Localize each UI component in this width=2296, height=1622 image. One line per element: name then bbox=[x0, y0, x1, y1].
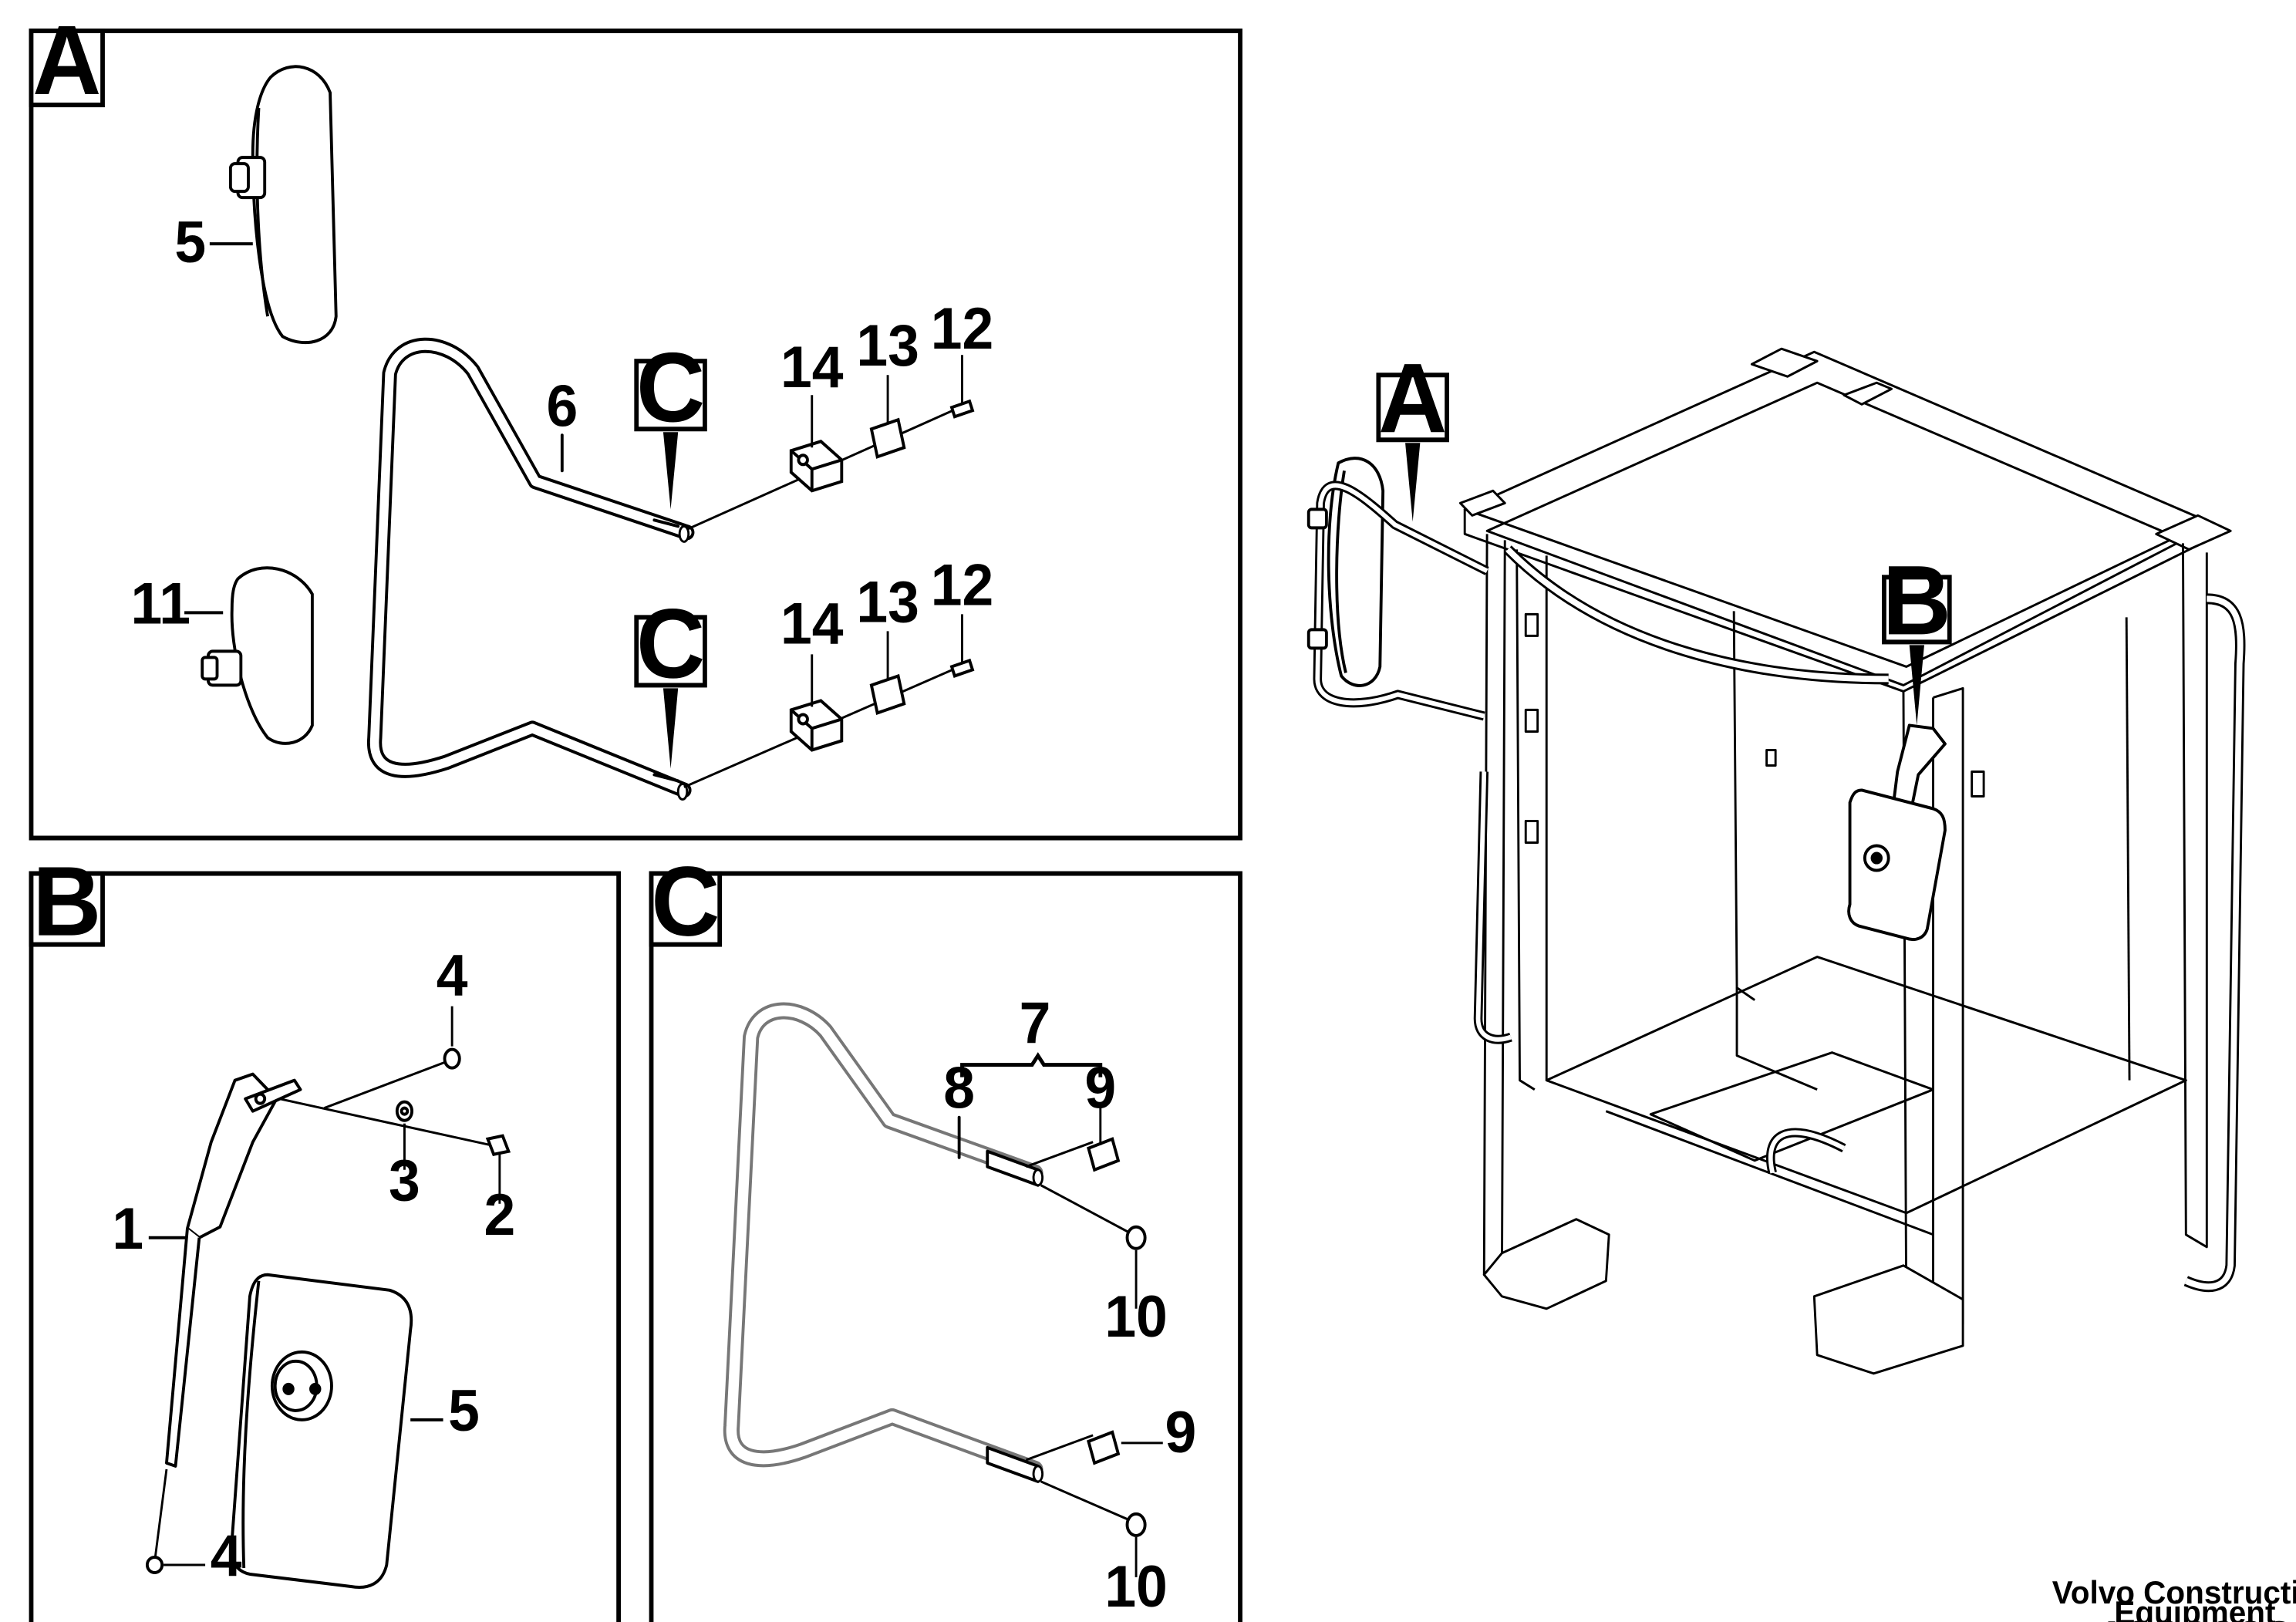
mirror-5-b-drawing bbox=[229, 1273, 443, 1589]
hardware-c-lower bbox=[1025, 1430, 1163, 1577]
hardware-upper bbox=[686, 355, 975, 531]
panel-b-letter: B bbox=[32, 845, 101, 956]
panel-a: A C bbox=[29, 5, 1242, 841]
callout-c-upper: C bbox=[634, 332, 707, 510]
callout-b-overview: B bbox=[1882, 545, 1952, 726]
panel-c-letter: C bbox=[651, 845, 720, 956]
svg-text:C: C bbox=[636, 588, 705, 699]
part-label-4-lower: 4 bbox=[211, 1523, 242, 1589]
part-label-6: 6 bbox=[546, 373, 578, 439]
part-label-12-upper: 12 bbox=[931, 295, 993, 362]
part-label-1: 1 bbox=[112, 1195, 143, 1262]
mirror-11-drawing bbox=[184, 566, 314, 745]
brand-line-1: Volvo Construction bbox=[2052, 1574, 2296, 1610]
hardware-lower bbox=[683, 614, 975, 788]
part-label-13-upper: 13 bbox=[856, 312, 919, 379]
svg-text:B: B bbox=[1883, 545, 1951, 656]
cab-mirror-left bbox=[1306, 457, 1489, 721]
brand-line-2: Equipment bbox=[2114, 1594, 2275, 1622]
part-label-13-lower: 13 bbox=[856, 568, 919, 635]
handrail-c-drawing bbox=[723, 1002, 1044, 1483]
callout-a-overview: A bbox=[1376, 342, 1449, 522]
part-label-9-upper: 9 bbox=[1084, 1054, 1116, 1121]
part-label-5-b: 5 bbox=[448, 1378, 480, 1444]
part-label-9-lower: 9 bbox=[1165, 1399, 1197, 1465]
part-label-3: 3 bbox=[389, 1147, 420, 1213]
svg-text:A: A bbox=[1378, 342, 1447, 454]
part-label-10-lower: 10 bbox=[1104, 1553, 1167, 1620]
part-label-14-upper: 14 bbox=[781, 334, 844, 400]
callout-c-lower: C bbox=[634, 588, 707, 769]
hardware-c-upper bbox=[1025, 1108, 1147, 1309]
panel-a-letter: A bbox=[32, 5, 101, 116]
part-label-2: 2 bbox=[484, 1182, 515, 1248]
part-label-12-lower: 12 bbox=[931, 551, 993, 618]
part-label-5: 5 bbox=[174, 209, 206, 275]
part-label-11: 11 bbox=[131, 570, 190, 636]
part-label-10-upper: 10 bbox=[1104, 1283, 1167, 1350]
panel-c: C bbox=[649, 845, 1242, 1622]
part-label-7: 7 bbox=[1020, 990, 1051, 1056]
mirror-5-drawing bbox=[209, 65, 338, 345]
group-bracket-7 bbox=[960, 1052, 1103, 1077]
mirror-arm-1-drawing bbox=[148, 1072, 302, 1468]
hardware-b bbox=[145, 1006, 511, 1574]
part-label-4-upper: 4 bbox=[437, 942, 468, 1008]
svg-text:C: C bbox=[636, 332, 705, 443]
footer-block: Volvo Construction Equipment 1082092 bbox=[2052, 1574, 2296, 1622]
drawing-id: 1082092 bbox=[2096, 1611, 2293, 1622]
cab-mirror-right bbox=[1847, 723, 1947, 942]
handrail-6-drawing bbox=[367, 337, 695, 801]
cab-overview-drawing bbox=[1458, 347, 2246, 1375]
panel-b: B bbox=[29, 845, 621, 1622]
part-label-14-lower: 14 bbox=[781, 590, 844, 656]
part-label-8: 8 bbox=[943, 1054, 975, 1121]
